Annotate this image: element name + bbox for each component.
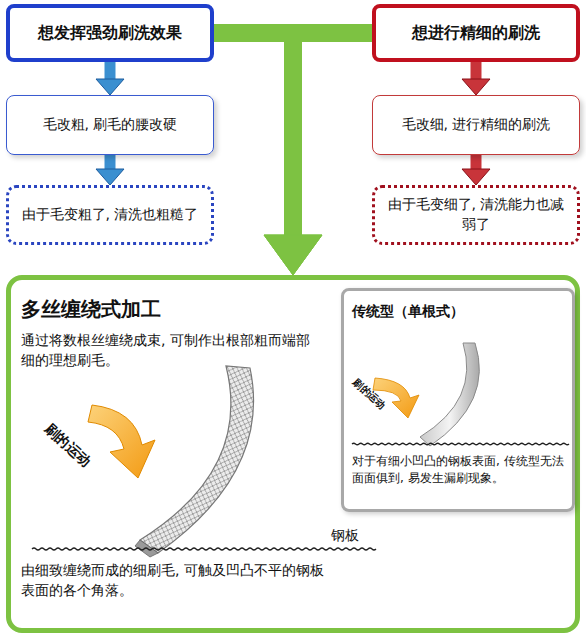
node-text: 对于有细小凹凸的钢板表面, 传统型无法面面俱到, 易发生漏刷现象。: [352, 453, 566, 488]
result-box: 由于毛变细了, 清洗能力也减弱了: [372, 185, 580, 245]
node-title: 多丝缠绕式加工: [21, 296, 331, 323]
connector-shaft: [214, 33, 293, 237]
node-title: 想进行精细的刷洗: [412, 23, 540, 44]
goal-box: 想进行精细的刷洗: [372, 4, 580, 62]
connector-shaft: [105, 62, 116, 81]
connector-arrow: [214, 33, 322, 275]
connector-arrow: [462, 62, 490, 95]
connector-arrow: [96, 155, 124, 185]
process-box: 毛改粗, 刷毛的腰改硬: [6, 95, 214, 155]
result-box: 由于毛变粗了, 清洗也粗糙了: [6, 185, 214, 245]
node-title: 毛改细, 进行精细的刷洗: [402, 116, 551, 134]
node-text: 通过将数根丝缠绕成束, 可制作出根部粗而端部细的理想刷毛。: [21, 330, 321, 371]
connector-arrow: [462, 155, 490, 185]
arrow-head: [96, 169, 124, 185]
node-title: 由于毛变粗了, 清洗也粗糙了: [22, 205, 199, 225]
motion-arrow: [88, 405, 155, 478]
plate-wave: [352, 443, 569, 445]
arrow-head: [96, 79, 124, 95]
node-text: 由细致缠绕而成的细刷毛, 可触及凹凸不平的钢板表面的各个角落。: [21, 560, 331, 601]
part-label: 钢板: [331, 526, 359, 544]
arrow-head: [264, 235, 322, 275]
connector-arrow: [96, 62, 124, 95]
arrow-head: [462, 79, 490, 95]
connector-shaft: [293, 33, 372, 237]
connector-arrow: [264, 33, 372, 275]
single-bristle: [420, 343, 479, 446]
process-box: 毛改细, 进行精细的刷洗: [372, 95, 580, 155]
node-title: 由于毛变细了, 清洗能力也减弱了: [385, 195, 567, 234]
node-title: 毛改粗, 刷毛的腰改硬: [43, 116, 178, 134]
arrow-head: [462, 169, 490, 185]
node-title: 想发挥强劲刷洗效果: [38, 23, 182, 44]
wound-bristle-hatch: [140, 366, 254, 553]
plate-wave: [32, 548, 376, 550]
motion-label: 刷的运动: [41, 420, 95, 471]
steel-plate-surface: [32, 443, 569, 550]
arrow-head: [264, 235, 322, 275]
goal-box: 想发挥强劲刷洗效果: [6, 4, 214, 62]
connector-shaft: [471, 62, 482, 81]
wound-bristle: [140, 366, 254, 553]
motion-label: 刷的运动: [348, 374, 390, 414]
node-title: 传统型（单根式）: [352, 303, 566, 321]
